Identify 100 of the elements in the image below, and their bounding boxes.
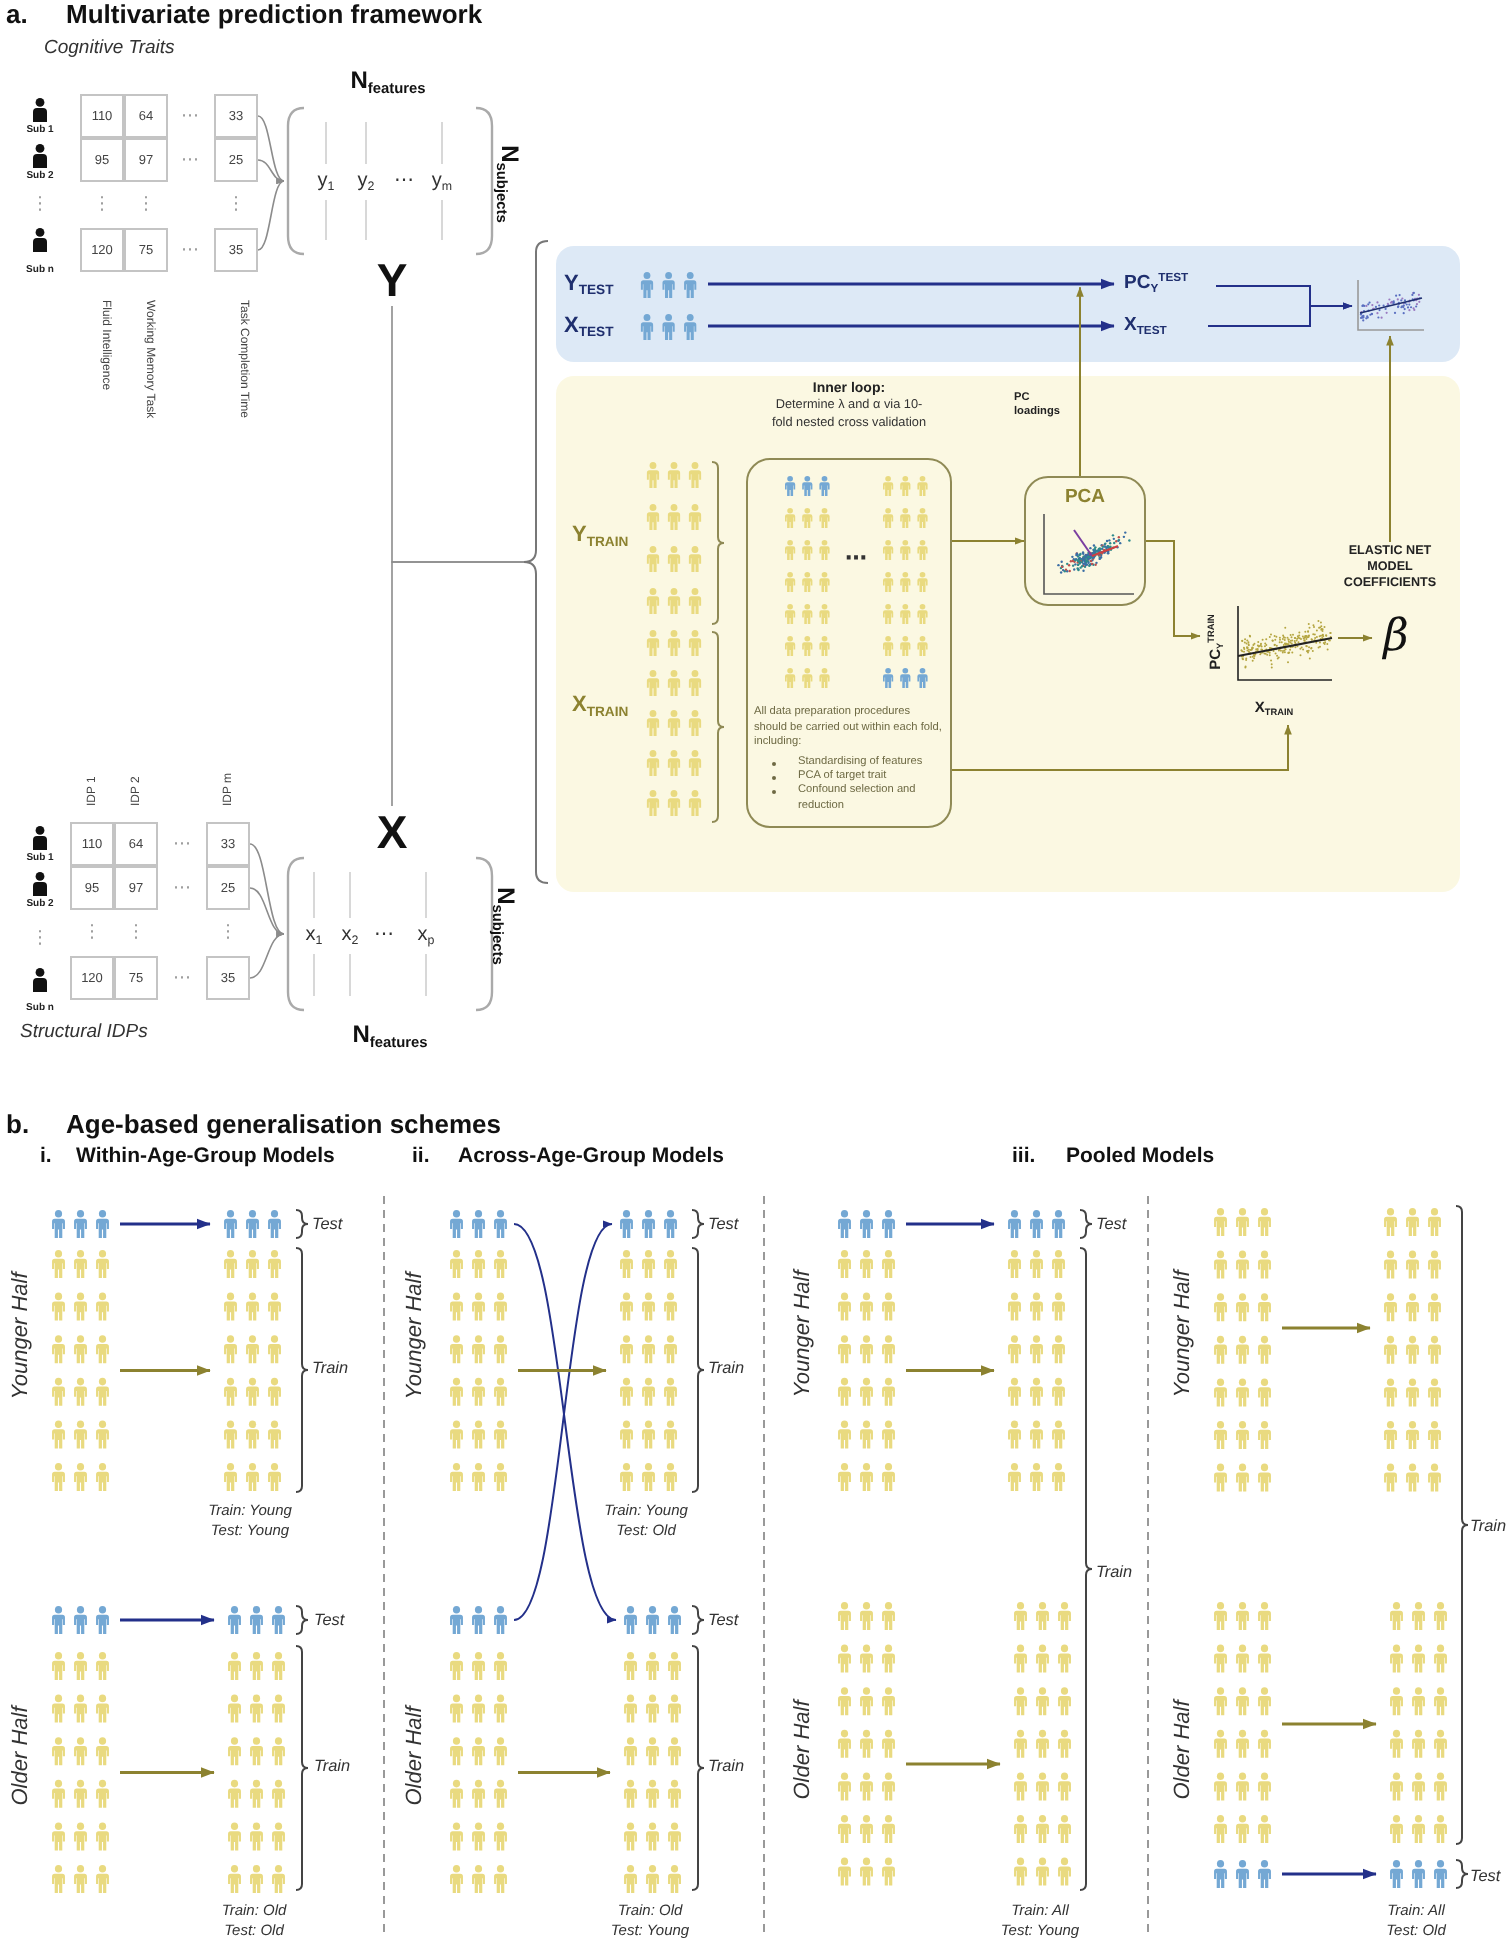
people-icon bbox=[1210, 1602, 1274, 1843]
group-label: Younger Half bbox=[9, 1272, 35, 1400]
ellipsis: ⋮ bbox=[93, 195, 111, 213]
bracket-label: Test bbox=[314, 1610, 345, 1630]
matrix-entry: ⋯ bbox=[374, 926, 394, 946]
arrow bbox=[1207, 302, 1353, 327]
curly-brace bbox=[524, 240, 548, 884]
ellipsis: ⋯ bbox=[173, 879, 191, 897]
variable-label: X$_{TEST}$ bbox=[564, 313, 614, 339]
people-icon bbox=[1210, 1208, 1274, 1492]
ellipsis: ⋯ bbox=[181, 151, 199, 169]
arrow bbox=[120, 1218, 211, 1230]
group-label: Older Half bbox=[1171, 1700, 1197, 1800]
people-icon bbox=[834, 1602, 898, 1886]
ellipsis: ⋮ bbox=[137, 195, 155, 213]
people-icon bbox=[616, 1210, 680, 1238]
bracket-label: Train bbox=[314, 1756, 351, 1776]
variable-letter: Y bbox=[370, 256, 414, 304]
table-title: Cognitive Traits bbox=[44, 39, 175, 61]
arrow bbox=[906, 1365, 995, 1376]
matrix-entry: x$_{2}$ bbox=[341, 926, 359, 946]
curved-arrow bbox=[257, 159, 285, 183]
ellipsis: ⋯ bbox=[845, 549, 867, 571]
people-icon bbox=[1004, 1250, 1068, 1491]
ellipsis: ⋮ bbox=[219, 923, 237, 941]
bracket-label: Test bbox=[708, 1214, 739, 1234]
group-label: Older Half bbox=[9, 1706, 35, 1806]
ellipsis: ⋯ bbox=[181, 107, 199, 125]
size-label: N$_{features}$ bbox=[352, 1022, 428, 1050]
arrow bbox=[906, 1218, 995, 1230]
people-icon bbox=[446, 1250, 510, 1491]
people-icon bbox=[834, 1210, 898, 1238]
panel-title: Across-Age-Group Models bbox=[458, 1143, 725, 1169]
people-icon bbox=[620, 1606, 684, 1634]
bracket-label: Train bbox=[1470, 1516, 1507, 1536]
people-icon bbox=[1380, 1208, 1444, 1492]
people-icon bbox=[48, 1250, 112, 1491]
bracket-label: Test bbox=[708, 1610, 739, 1630]
group-label: Younger Half bbox=[1171, 1270, 1197, 1398]
people-icon bbox=[834, 1250, 898, 1491]
people-icon bbox=[1010, 1602, 1074, 1886]
curved-arrow bbox=[257, 115, 285, 182]
panel-title: Within-Age-Group Models bbox=[76, 1143, 335, 1169]
people-icon bbox=[1210, 1860, 1274, 1888]
panel-number: iii. bbox=[1012, 1143, 1036, 1169]
arrow bbox=[951, 537, 1025, 545]
curved-arrow bbox=[249, 932, 285, 979]
matrix-entry: y$_{2}$ bbox=[357, 172, 375, 192]
people-icon bbox=[224, 1652, 288, 1893]
ellipsis: ⋮ bbox=[31, 195, 49, 213]
people-icon bbox=[1386, 1860, 1450, 1888]
arrow bbox=[518, 1767, 611, 1778]
ellipsis: ⋮ bbox=[127, 923, 145, 941]
people-icon bbox=[48, 1210, 112, 1238]
people-icon bbox=[620, 1652, 684, 1893]
bracket-label: Train bbox=[708, 1756, 745, 1776]
arrow bbox=[1337, 634, 1373, 642]
curved-arrow bbox=[249, 887, 285, 936]
ellipsis: ⋯ bbox=[181, 241, 199, 259]
matrix-entry: x$_{p}$ bbox=[417, 926, 435, 946]
section-title: Age-based generalisation schemes bbox=[66, 1111, 501, 1141]
curved-arrow bbox=[257, 180, 285, 251]
math-symbol: β bbox=[1374, 610, 1418, 666]
people-icon bbox=[48, 1652, 112, 1893]
bracket-label: Train bbox=[708, 1358, 745, 1378]
shaded-panel bbox=[556, 246, 1460, 362]
table-title: Structural IDPs bbox=[20, 1023, 148, 1045]
panel-title: Pooled Models bbox=[1066, 1143, 1215, 1169]
bracket-label: Test bbox=[312, 1214, 343, 1234]
variable-label: Y$_{TEST}$ bbox=[564, 271, 614, 297]
group-label: Older Half bbox=[791, 1700, 817, 1800]
people-icon bbox=[1386, 1602, 1450, 1843]
panel-title: PCA bbox=[1062, 486, 1108, 508]
group-label: Older Half bbox=[403, 1706, 429, 1806]
arrow bbox=[1282, 1322, 1371, 1334]
arrow bbox=[708, 278, 1115, 290]
people-icon bbox=[446, 1210, 510, 1238]
variable-label: Y$_{TRAIN}$ bbox=[572, 523, 629, 549]
matrix-entry: ⋯ bbox=[394, 172, 414, 192]
people-icon bbox=[48, 1606, 112, 1634]
people-icon bbox=[616, 1250, 680, 1491]
arrow bbox=[951, 724, 1292, 771]
arrow bbox=[906, 1758, 1001, 1770]
rounded-panel bbox=[1024, 476, 1146, 606]
panel-number: ii. bbox=[412, 1143, 430, 1169]
bracket-label: Test bbox=[1096, 1214, 1127, 1234]
arrow bbox=[1145, 540, 1201, 640]
arrow bbox=[1386, 335, 1394, 543]
matrix-entry: x$_{1}$ bbox=[305, 926, 323, 946]
people-icon bbox=[1004, 1210, 1068, 1238]
ellipsis: ⋯ bbox=[173, 969, 191, 987]
section-letter: b. bbox=[6, 1111, 30, 1141]
bracket-label: Train bbox=[1096, 1562, 1133, 1582]
ellipsis: ⋮ bbox=[31, 929, 49, 947]
arrow bbox=[518, 1365, 607, 1376]
people-icon bbox=[446, 1606, 510, 1634]
ellipsis: ⋮ bbox=[83, 923, 101, 941]
arrow bbox=[120, 1614, 215, 1626]
ellipsis: ⋯ bbox=[173, 835, 191, 853]
arrow bbox=[708, 320, 1115, 332]
